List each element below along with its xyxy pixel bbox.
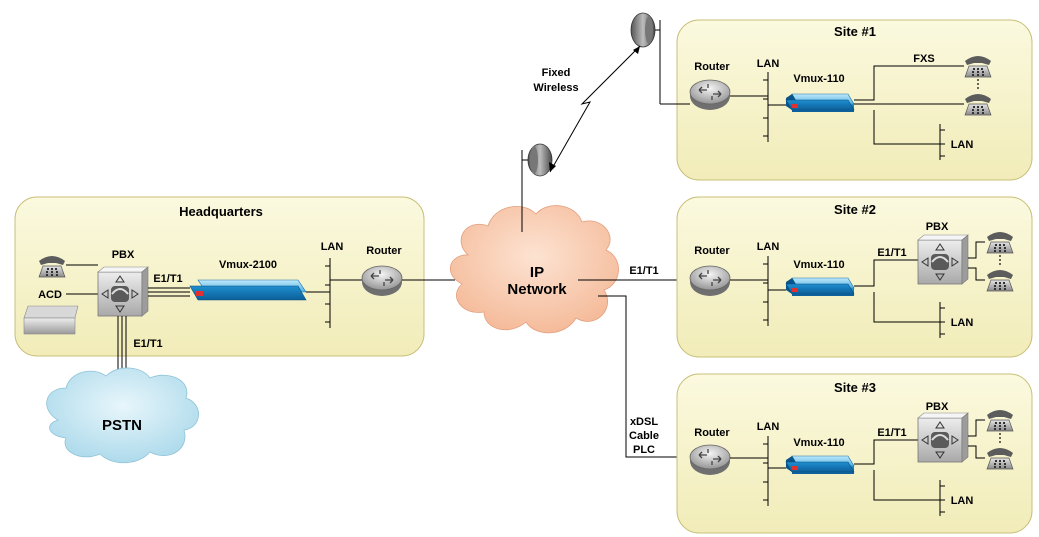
site3-phone-dots (999, 433, 1001, 443)
site2-vmux-label: Vmux-110 (793, 259, 844, 271)
ip-network-cloud (449, 205, 619, 334)
site1-lan-bottom-label: LAN (951, 139, 974, 151)
acd-icon (23, 305, 79, 335)
site3-wan-label-line2: Cable (629, 430, 659, 442)
site3-lan-top-label: LAN (757, 421, 780, 433)
site3-box (676, 373, 1033, 534)
site1-router-icon (689, 79, 731, 111)
site2-pbx-label: PBX (926, 221, 949, 233)
site3-title: Site #3 (834, 380, 876, 395)
vmux-2100-icon (189, 279, 307, 301)
site1-lan-top-label: LAN (757, 58, 780, 70)
wireless-label-line1: Fixed (542, 67, 571, 79)
site1-router-label: Router (694, 61, 730, 73)
site3-phone1-icon (986, 409, 1014, 432)
ip-network-label-line1: IP (530, 264, 544, 281)
site3-wan-link (598, 295, 690, 458)
site3-e1-label: E1/T1 (877, 427, 906, 439)
wireless-label-line2: Wireless (533, 82, 578, 94)
pstn-label: PSTN (102, 417, 142, 434)
site2-lan-bottom-label: LAN (951, 317, 974, 329)
hq-e1-link (148, 287, 190, 297)
site2-router-label: Router (694, 245, 730, 257)
site3-phone-links (968, 419, 985, 459)
site3-wan-label-line3: PLC (633, 444, 655, 456)
site3-e1-link (854, 439, 940, 501)
hq-router-icon (361, 265, 403, 297)
ip-network-label-line2: Network (507, 281, 567, 298)
site1-phone-dots (977, 79, 979, 89)
site1-vmux-icon (785, 93, 855, 113)
site1-phone1-icon (964, 55, 992, 78)
site2-e1-label: E1/T1 (877, 247, 906, 259)
hq-lan-label: LAN (321, 241, 344, 253)
hq-phone-icon (38, 255, 66, 278)
antenna-top-icon (630, 12, 661, 104)
hq-pstn-link-label: E1/T1 (133, 338, 162, 350)
antenna-bottom-icon (521, 143, 553, 232)
site2-lan-top-label: LAN (757, 241, 780, 253)
site3-router-label: Router (694, 427, 730, 439)
site2-vmux-icon (785, 277, 855, 297)
site3-vmux-icon (785, 455, 855, 475)
hq-e1-label: E1/T1 (153, 273, 182, 285)
hq-router-label: Router (366, 245, 402, 257)
site2-router-icon (689, 265, 731, 297)
site1-phone2-icon (964, 93, 992, 116)
site3-pbx-icon (917, 412, 969, 463)
site2-phone2-icon (986, 269, 1014, 292)
wireless-link (549, 45, 641, 173)
site1-fxs-label: FXS (913, 53, 934, 65)
site2-phone-links (968, 241, 985, 281)
site3-router-icon (689, 444, 731, 476)
site1-vmux-label: Vmux-110 (793, 73, 844, 85)
site2-phone-dots (999, 255, 1001, 265)
hq-pbx-label: PBX (112, 249, 135, 261)
hq-pbx-icon (97, 266, 149, 317)
site2-wan-label: E1/T1 (629, 265, 658, 277)
site3-lan-bottom-label: LAN (951, 495, 974, 507)
site2-title: Site #2 (834, 202, 876, 217)
site3-vmux-label: Vmux-110 (793, 437, 844, 449)
site3-pbx-label: PBX (926, 401, 949, 413)
hq-vmux-label: Vmux-2100 (219, 259, 277, 271)
site1-fxs-links (854, 65, 964, 145)
site2-e1-link (854, 259, 940, 323)
site3-wan-label-line1: xDSL (630, 416, 658, 428)
site2-pbx-icon (917, 234, 969, 285)
site1-title: Site #1 (834, 24, 876, 39)
pstn-cloud (46, 367, 199, 464)
site3-phone2-icon (986, 447, 1014, 470)
hq-acd-label: ACD (38, 289, 62, 301)
site2-phone1-icon (986, 231, 1014, 254)
headquarters-title: Headquarters (179, 204, 263, 219)
